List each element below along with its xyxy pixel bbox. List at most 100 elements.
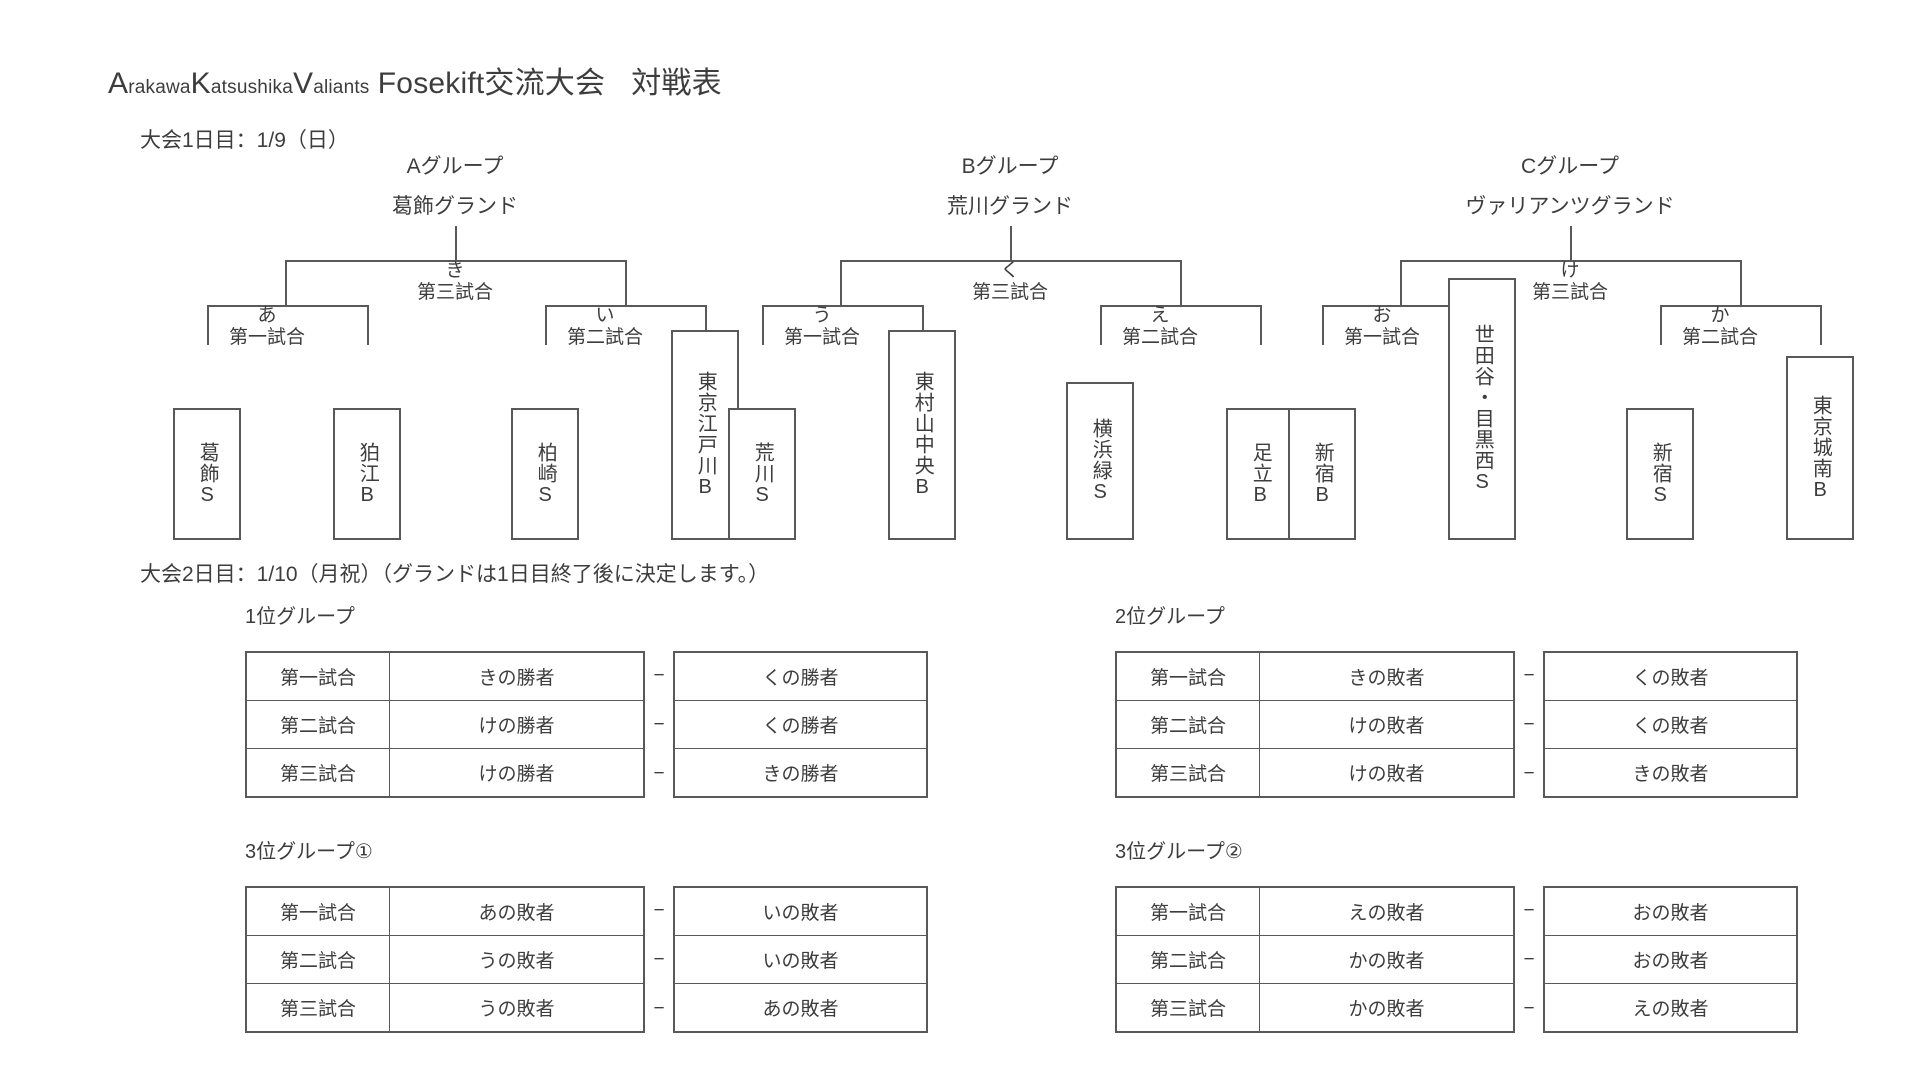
group-b-name: Bグループ <box>961 155 1059 178</box>
team-left-cell: かの敗者 <box>1258 935 1515 984</box>
match-ordinal: 第一試合 <box>783 327 860 349</box>
versus-dash: − <box>1523 762 1535 784</box>
match-ordinal-cell: 第一試合 <box>245 651 390 701</box>
match-ordinal-cell: 第一試合 <box>245 886 390 936</box>
title-initial-a: A <box>108 67 129 100</box>
bracket-semi-drop-4 <box>1820 305 1822 345</box>
bracket-final-bar <box>1400 260 1740 262</box>
table-row: くの敗者 <box>1543 700 1798 749</box>
team-box: 世田谷・目黒西S <box>1448 278 1516 540</box>
bracket-semi-bar-left <box>207 305 367 307</box>
table-row: いの敗者 <box>673 935 928 984</box>
table-row: きの敗者 <box>1543 748 1798 798</box>
round-robin-table-1: 1位グループ 第一試合きの勝者 第二試合けの勝者 第三試合けの勝者 − − − … <box>245 600 928 798</box>
versus-dash: − <box>1523 997 1535 1019</box>
table-row: くの勝者 <box>673 700 928 749</box>
versus-dash: − <box>1523 899 1535 921</box>
versus-dash-column: − − − <box>1515 651 1543 798</box>
team-name: 新宿S <box>1649 441 1672 507</box>
team-box: 東村山中央B <box>888 330 956 540</box>
team-right-cell: おの敗者 <box>1543 886 1798 936</box>
group-c-name: Cグループ <box>1521 155 1619 178</box>
title-rest-katsushika: atsushika <box>210 77 293 98</box>
bracket-final-bar <box>840 260 1180 262</box>
bracket-semi-drop-4 <box>705 305 707 345</box>
bracket-semi-bar-right <box>545 305 705 307</box>
table-row: 第一試合えの敗者 <box>1115 886 1515 936</box>
team-box: 東京城南B <box>1786 356 1854 540</box>
round-robin-title: 1位グループ <box>245 606 355 628</box>
team-name: 世田谷・目黒西S <box>1471 324 1494 494</box>
match-kana: あ <box>257 305 277 326</box>
bracket-semi-drop-1 <box>207 305 209 345</box>
match-kana: お <box>1372 305 1392 326</box>
team-left-cell: きの勝者 <box>388 651 645 701</box>
match-label-final: け 第三試合 <box>1470 260 1670 305</box>
table-row: きの勝者 <box>673 748 928 798</box>
versus-dash: − <box>653 762 665 784</box>
match-label-semi-left: お 第一試合 <box>1282 305 1482 350</box>
group-a-venue: 葛飾グランド <box>392 195 518 218</box>
page-title: ArakawaKatsushikaValiants Fosekift交流大会対戦… <box>108 58 722 102</box>
versus-dash-column: − − − <box>645 886 673 1033</box>
team-box: 葛飾S <box>173 408 241 540</box>
team-right-cell: えの敗者 <box>1543 983 1798 1033</box>
title-event-name: Fosekift交流大会 <box>377 67 606 100</box>
match-ordinal-cell: 第三試合 <box>245 983 390 1033</box>
bracket-semi-drop-1 <box>1322 305 1324 345</box>
match-ordinal: 第三試合 <box>971 282 1048 304</box>
match-ordinal-cell: 第二試合 <box>245 935 390 984</box>
match-label-final: く 第三試合 <box>910 260 1110 305</box>
title-suffix: 対戦表 <box>631 67 722 100</box>
team-left-cell: けの勝者 <box>388 700 645 749</box>
team-name: 新宿B <box>1311 441 1334 507</box>
match-kana: け <box>1560 260 1580 281</box>
bracket-semi-drop-4 <box>1260 305 1262 345</box>
table-row: 第三試合かの敗者 <box>1115 983 1515 1033</box>
bracket-semi-drop-2 <box>922 305 924 345</box>
match-ordinal: 第三試合 <box>1531 282 1608 304</box>
table-row: くの勝者 <box>673 651 928 701</box>
match-left-table: 第一試合あの敗者 第二試合うの敗者 第三試合うの敗者 <box>245 886 645 1033</box>
match-kana: う <box>812 305 832 326</box>
bracket-group-c: Cグループ ヴァリアンツグランド け 第三試合 お 第一試合 か 第二試合 新宿… <box>1288 150 1854 540</box>
match-ordinal-cell: 第三試合 <box>1115 983 1260 1033</box>
table-row: おの敗者 <box>1543 886 1798 936</box>
bracket-final-drop-left <box>285 260 287 305</box>
team-left-cell: あの敗者 <box>388 886 645 936</box>
match-right-table: いの敗者 いの敗者 あの敗者 <box>673 886 928 1033</box>
team-name: 荒川S <box>751 441 774 507</box>
bracket-final-drop-right <box>625 260 627 305</box>
group-a-name: Aグループ <box>406 155 504 178</box>
day2-heading: 大会2日目：1/10（月祝）（グランドは1日目終了後に決定します。） <box>140 563 770 586</box>
team-right-cell: きの敗者 <box>1543 748 1798 798</box>
team-box: 荒川S <box>728 408 796 540</box>
title-initial-v: V <box>292 67 314 100</box>
match-kana: か <box>1710 305 1730 326</box>
team-right-cell: くの敗者 <box>1543 700 1798 749</box>
match-ordinal: 第二試合 <box>1681 327 1758 349</box>
versus-dash: − <box>653 899 665 921</box>
match-label-final: き 第三試合 <box>355 260 555 305</box>
round-robin-title: 3位グループ② <box>1115 841 1243 863</box>
team-left-cell: うの敗者 <box>388 935 645 984</box>
team-box: 横浜緑S <box>1066 382 1134 540</box>
table-row: 第三試合けの勝者 <box>245 748 645 798</box>
bracket-semi-bar-right <box>1660 305 1820 307</box>
match-ordinal-cell: 第一試合 <box>1115 651 1260 701</box>
versus-dash: − <box>653 713 665 735</box>
versus-dash: − <box>653 997 665 1019</box>
bracket-stem <box>1010 226 1012 260</box>
team-left-cell: けの勝者 <box>388 748 645 798</box>
team-box: 新宿S <box>1626 408 1694 540</box>
table-row: 第三試合けの敗者 <box>1115 748 1515 798</box>
team-name: 足立B <box>1249 441 1272 507</box>
match-ordinal: 第三試合 <box>416 282 493 304</box>
table-row: 第一試合あの敗者 <box>245 886 645 936</box>
bracket-final-drop-left <box>840 260 842 305</box>
team-right-cell: きの勝者 <box>673 748 928 798</box>
bracket-final-bar <box>285 260 625 262</box>
bracket-group-b: Bグループ 荒川グランド く 第三試合 う 第一試合 え 第二試合 荒川S 東村… <box>728 150 1294 540</box>
team-right-cell: いの敗者 <box>673 886 928 936</box>
versus-dash-column: − − − <box>1515 886 1543 1033</box>
